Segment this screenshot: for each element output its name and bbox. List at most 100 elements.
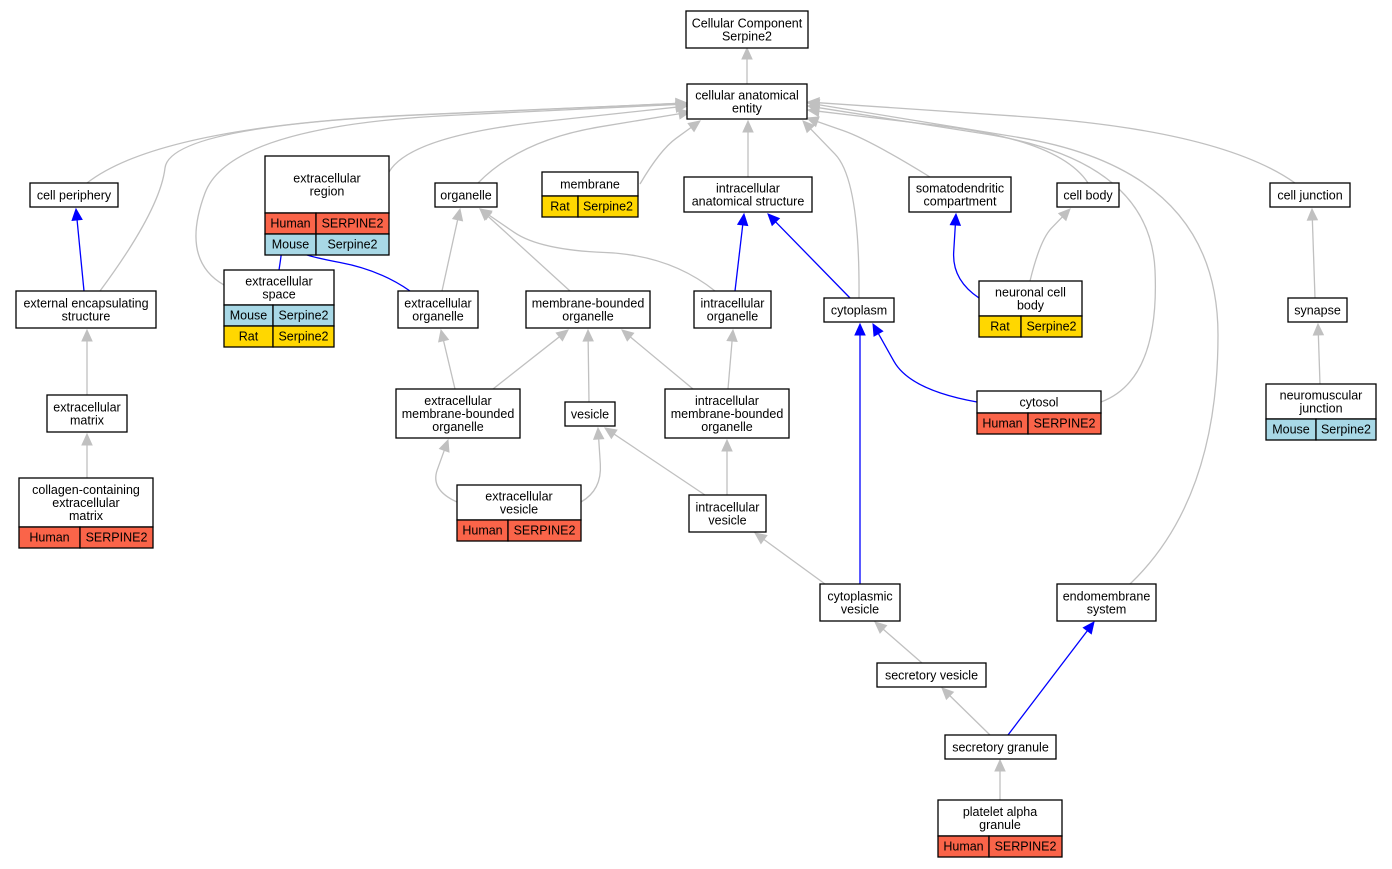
- edge-line: [817, 110, 1089, 184]
- edge-imbo-to-mbo: [621, 329, 694, 390]
- node-organelle[interactable]: organelle: [434, 182, 498, 208]
- node-title-line: cellular anatomical: [695, 89, 799, 103]
- node-synapse[interactable]: synapse: [1287, 297, 1348, 323]
- edge-arrowhead: [721, 438, 733, 452]
- node-cell-junction[interactable]: cell junction: [1269, 182, 1351, 208]
- edge-cell_junction-to-cae: [806, 97, 1296, 184]
- node-title-line: synapse: [1294, 304, 1341, 318]
- edge-cytoplasm-to-cae: [802, 120, 860, 299]
- edge-cytoplasm-to-ias: [767, 213, 851, 299]
- node-title-line: vesicle: [500, 503, 538, 517]
- edge-vesicle-to-mbo: [582, 328, 594, 403]
- node-title-line: intracellular: [695, 394, 759, 408]
- edge-line: [629, 335, 694, 390]
- species-label: Human: [462, 524, 502, 538]
- edge-line: [486, 215, 571, 292]
- node-cell-body[interactable]: cell body: [1056, 182, 1120, 208]
- node-box: [685, 10, 809, 49]
- node-title-line: external encapsulating: [23, 297, 148, 311]
- edge-collagen_ecm-to-ecm: [81, 432, 93, 478]
- edge-line: [816, 120, 931, 178]
- node-box: [1287, 297, 1348, 323]
- gene-label: Serpine2: [327, 238, 377, 252]
- node-box: [978, 280, 1083, 317]
- node-box: [908, 176, 1012, 213]
- node-title-line: extracellular: [404, 297, 471, 311]
- node-title-line: intracellular: [716, 182, 780, 196]
- gene-label: Serpine2: [583, 200, 633, 214]
- node-cell-periphery[interactable]: cell periphery: [29, 182, 119, 208]
- edge-line: [817, 103, 1219, 585]
- edge-ext_encap-to-cell_periphery: [71, 207, 85, 292]
- node-title-line: Cellular Component: [692, 17, 803, 31]
- node-vesicle[interactable]: vesicle: [564, 401, 616, 427]
- edge-arrowhead: [874, 621, 888, 634]
- edge-cytoplasmic_vesicle-to-intracellular_vesicle: [754, 532, 826, 585]
- edge-arrowhead: [555, 329, 569, 342]
- edge-line: [817, 102, 1296, 184]
- node-title-line: neuronal cell: [995, 286, 1066, 300]
- edge-line: [76, 218, 85, 292]
- node-title-line: extracellular: [293, 172, 360, 186]
- node-title-line: space: [262, 288, 295, 302]
- edge-line: [587, 339, 590, 403]
- edge-line: [487, 214, 716, 292]
- edge-line: [727, 339, 733, 390]
- node-box: [688, 494, 767, 533]
- node-title-line: neuromuscular: [1280, 389, 1363, 403]
- edge-membrane-to-cae: [639, 120, 701, 185]
- node-title-line: junction: [1298, 402, 1342, 416]
- edge-line: [99, 102, 678, 292]
- node-title-line: membrane-bounded: [671, 407, 784, 421]
- edge-line: [734, 223, 744, 292]
- node-title-line: cytoplasmic: [827, 590, 892, 604]
- gene-cell: [1027, 412, 1102, 435]
- node-collagen-ecm[interactable]: collagen-containingextracellularmatrixHu…: [18, 477, 154, 549]
- edge-arrowhead: [479, 208, 493, 221]
- node-title-line: organelle: [412, 310, 463, 324]
- edge-line: [953, 223, 980, 299]
- edge-secretory_vesicle-to-cytoplasmic_vesicle: [874, 621, 923, 664]
- edge-embo-to-mbo: [492, 329, 569, 390]
- node-title-line: cell junction: [1277, 189, 1342, 203]
- node-cytoplasm[interactable]: cytoplasm: [823, 297, 895, 323]
- edge-arrowhead: [741, 46, 753, 60]
- node-title-line: endomembrane: [1063, 590, 1151, 604]
- edge-arrowhead: [621, 329, 635, 342]
- edge-line: [580, 437, 602, 503]
- edge-arrowhead: [438, 328, 450, 343]
- node-box: [15, 290, 157, 329]
- node-box: [46, 394, 128, 433]
- edge-arrowhead: [1312, 322, 1325, 336]
- node-secretory-vesicle[interactable]: secretory vesicle: [876, 662, 987, 688]
- node-secretory-granule[interactable]: secretory granule: [944, 734, 1057, 760]
- edge-secretory_granule-to-secretory_vesicle: [941, 687, 991, 736]
